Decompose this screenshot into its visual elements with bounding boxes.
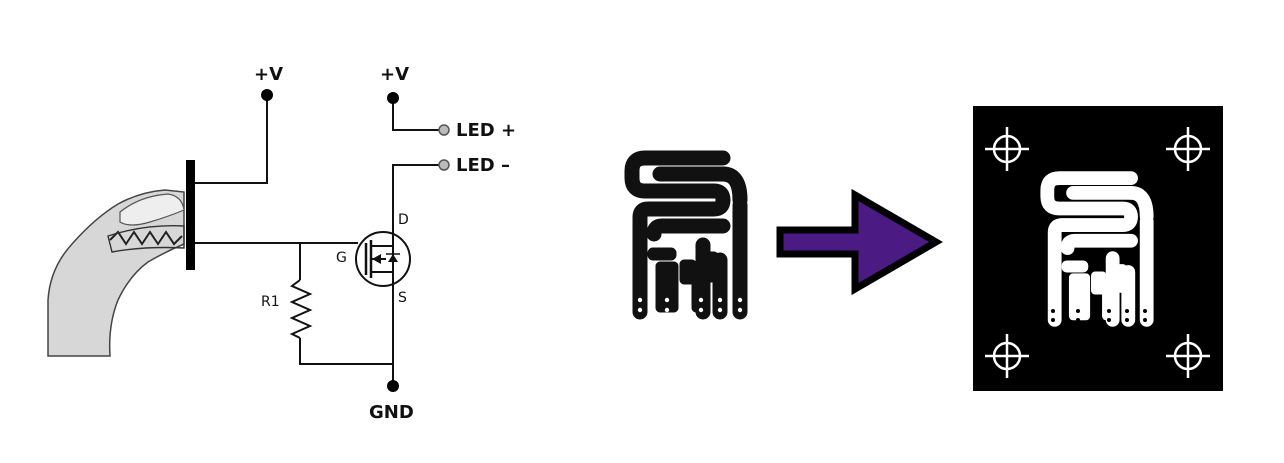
resistor-label: R1 <box>261 294 280 310</box>
schematic: +V +V LED + LED – D G S R1 GND <box>47 64 516 423</box>
pcb-trace-holes <box>637 297 743 313</box>
led-plus-label: LED + <box>456 120 516 141</box>
vplus-label-right: +V <box>380 64 409 85</box>
led-minus-label: LED – <box>456 155 510 176</box>
vplus-node-right <box>387 92 399 104</box>
ground-label: GND <box>369 402 414 423</box>
led-plus-terminal <box>438 124 450 136</box>
schematic-wires <box>195 95 440 386</box>
drain-label: D <box>398 212 409 228</box>
vplus-node-left <box>261 89 273 101</box>
touch-plate-top <box>186 160 195 226</box>
source-label: S <box>398 290 407 306</box>
pcb-board-holes <box>1051 309 1147 322</box>
ground-node <box>387 380 399 392</box>
resistor-r1 <box>289 279 313 339</box>
touch-plate-bottom <box>186 226 195 270</box>
pcb-trace-pattern <box>632 158 740 312</box>
led-minus-terminal <box>438 159 450 171</box>
pcb-board <box>973 106 1223 391</box>
right-arrow-icon <box>776 188 943 296</box>
finger-touch-icon <box>47 189 185 357</box>
mosfet <box>355 231 411 287</box>
vplus-label-left: +V <box>254 64 283 85</box>
gate-label: G <box>336 250 347 266</box>
